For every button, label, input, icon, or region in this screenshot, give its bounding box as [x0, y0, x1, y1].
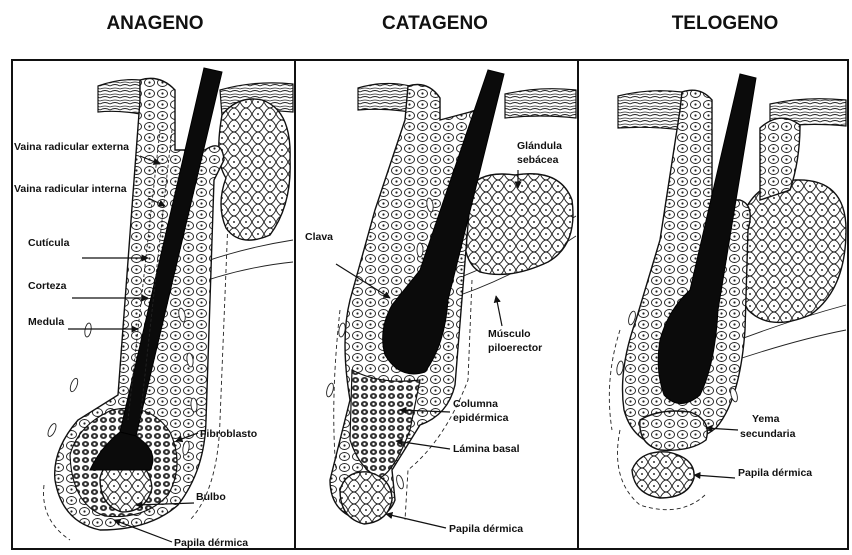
- telogen-dermal-papilla: [632, 452, 694, 498]
- label-glandula-1: Glándula: [517, 140, 562, 152]
- label-cuticula: Cutícula: [28, 237, 70, 249]
- label-vaina-externa: Vaina radicular externa: [14, 141, 129, 153]
- label-yema-1: Yema: [752, 413, 780, 425]
- label-musculo-1: Músculo: [488, 328, 531, 340]
- catagen-epidermis: [358, 83, 410, 112]
- catagen-epithelial-column: [350, 370, 420, 478]
- catagen-epidermis-right: [505, 89, 576, 118]
- label-papila-catagen: Papila dérmica: [449, 523, 523, 535]
- panel-anagen: Vaina radicular externa Vaina radicular …: [14, 68, 293, 549]
- label-papila-telogen: Papila dérmica: [738, 467, 812, 479]
- catagen-dermal-papilla: [340, 472, 392, 524]
- telogen-secondary-germ: [640, 411, 707, 450]
- title-telogen: TELOGENO: [672, 13, 779, 34]
- anagen-sebaceous-gland: [219, 99, 290, 240]
- title-catagen: CATAGENO: [382, 13, 488, 34]
- telogen-sebaceous-gland: [738, 180, 846, 322]
- label-clava: Clava: [305, 231, 333, 243]
- label-vaina-interna: Vaina radicular interna: [14, 183, 127, 195]
- label-papila-anagen: Papila dérmica: [174, 537, 248, 549]
- catagen-sebaceous-gland: [464, 174, 573, 275]
- label-fibroblasto: Fibroblasto: [200, 428, 257, 440]
- label-columna-1: Columna: [453, 398, 498, 410]
- anagen-epidermis: [98, 80, 140, 114]
- panel-catagen: Glándula sebácea Clava Músculo piloerect…: [305, 70, 576, 535]
- label-yema-2: secundaria: [740, 428, 796, 440]
- title-anagen: ANAGENO: [106, 13, 203, 34]
- label-columna-2: epidérmica: [453, 412, 509, 424]
- telogen-epidermis: [618, 91, 682, 130]
- label-bulbo: Bulbo: [196, 491, 226, 503]
- label-lamina-basal: Lámina basal: [453, 443, 520, 455]
- label-medula: Medula: [28, 316, 64, 328]
- label-corteza: Corteza: [28, 280, 67, 292]
- label-glandula-2: sebácea: [517, 154, 559, 166]
- label-musculo-2: piloerector: [488, 342, 542, 354]
- panel-telogen: Yema secundaria Papila dérmica: [609, 74, 846, 510]
